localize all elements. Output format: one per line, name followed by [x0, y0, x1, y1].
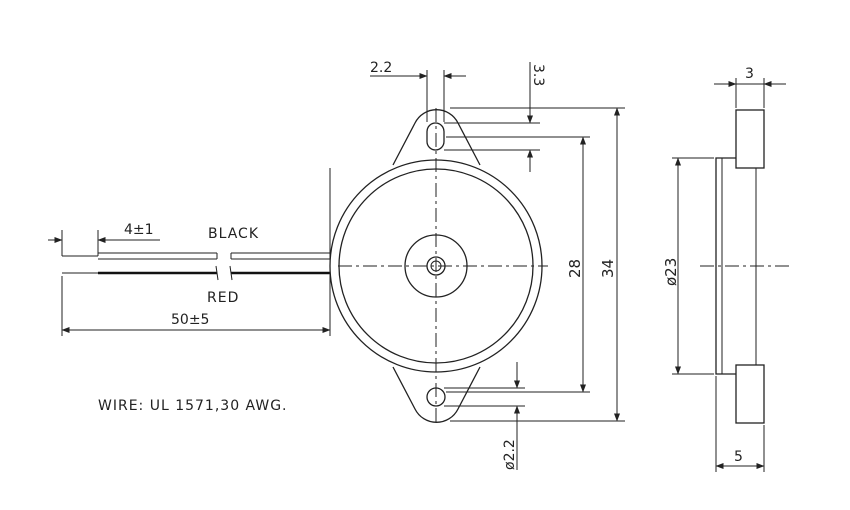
overall-height-value: 34 [599, 259, 617, 278]
hole-diameter-dimension [444, 362, 525, 470]
side-bottom-tab [735, 364, 765, 424]
side-tab-thickness-value: 3 [745, 66, 754, 82]
top-mounting-hole [426, 122, 445, 151]
tab-width-dimension [370, 70, 466, 122]
overall-height-dimension [450, 107, 625, 422]
tab-width-value: 2.2 [370, 60, 392, 76]
side-top-tab [735, 109, 765, 169]
side-diameter-value: ø23 [662, 258, 680, 286]
side-diameter-dimension [672, 157, 714, 375]
body-diameter-dimension [446, 136, 590, 393]
side-tab-thickness-dimension [714, 78, 786, 108]
lead-length-value: 50±5 [171, 312, 209, 328]
wire-spec-note: WIRE: UL 1571,30 AWG. [98, 398, 288, 414]
red-wire-label: RED [207, 290, 239, 306]
strip-length-dimension [48, 230, 160, 256]
tab-offset-dimension [444, 62, 540, 172]
strip-length-value: 4±1 [124, 222, 154, 238]
wire-leads [62, 252, 330, 281]
side-view [700, 109, 790, 424]
lead-length-dimension [61, 168, 331, 336]
side-depth-dimension [715, 376, 765, 472]
front-view [329, 108, 548, 425]
bottom-mounting-tab [392, 366, 481, 423]
black-wire-label: BLACK [208, 226, 259, 242]
side-body-outline [715, 157, 736, 375]
hole-diameter-value: ø2.2 [502, 439, 518, 470]
tab-offset-value: 3.3 [530, 64, 546, 86]
body-diameter-value: 28 [566, 259, 584, 278]
side-depth-value: 5 [734, 449, 743, 465]
